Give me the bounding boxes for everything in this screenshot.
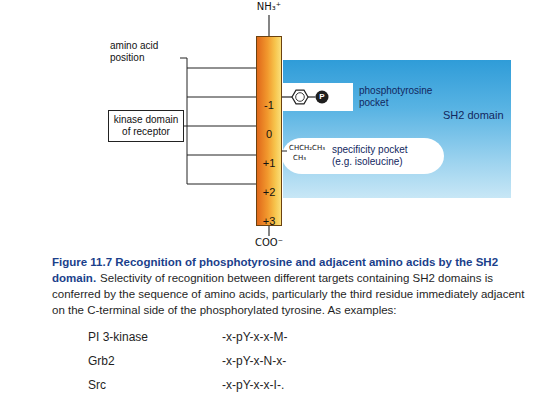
bracket-tick bbox=[187, 68, 256, 69]
position-number: +2 bbox=[257, 185, 281, 199]
chain-line bbox=[268, 226, 269, 236]
table-cell: PI 3-kinase bbox=[88, 330, 148, 344]
phosphate-label: P bbox=[316, 92, 328, 102]
aromatic-circle bbox=[296, 93, 305, 102]
peptide-bar: -1 0 +1 +2 +3 bbox=[256, 36, 282, 226]
side-chain-label: CH₃ bbox=[293, 154, 306, 163]
tyrosine-bond bbox=[282, 96, 292, 97]
position-number: +1 bbox=[257, 156, 281, 170]
position-number: -1 bbox=[257, 98, 281, 112]
motif-sequence: -x-pY-x-x-I-. bbox=[222, 378, 284, 392]
specificity-pocket: specificity pocket (e.g. isoleucine) bbox=[282, 138, 444, 174]
node-text: specificity pocket (e.g. isoleucine) bbox=[332, 144, 430, 168]
motif-sequence: -x-pY-x-x-M- bbox=[222, 330, 288, 344]
chain-line bbox=[268, 15, 269, 36]
receptor-box: kinase domain of receptor bbox=[108, 110, 184, 142]
bracket-connector bbox=[184, 126, 256, 127]
node-text: kinase domain of receptor bbox=[113, 114, 179, 138]
sh2-domain-band: SH2 domainphosphotyrosine pocket specific… bbox=[283, 60, 511, 198]
phosphate-circle bbox=[316, 91, 329, 104]
motif-sequence: -x-pY-x-N-x- bbox=[222, 354, 286, 368]
bracket-tick bbox=[187, 97, 256, 98]
node-text: phosphotyrosine pocket bbox=[359, 85, 443, 109]
axis-label: amino acid position bbox=[110, 40, 178, 64]
n-terminus: NH₃⁺ bbox=[249, 1, 289, 13]
position-number: +3 bbox=[257, 214, 281, 228]
side-chain-label: CHCH₂CH₃ bbox=[289, 144, 325, 153]
tyrosine-ring bbox=[292, 90, 308, 104]
figure-caption: Figure 11.7 Recognition of phosphotyrosi… bbox=[52, 254, 530, 318]
phosphate-bond bbox=[308, 96, 316, 97]
side-chain-bond bbox=[282, 151, 287, 152]
table-cell: Src bbox=[88, 378, 106, 392]
domain-label: SH2 domain bbox=[443, 109, 504, 122]
c-terminus: COO⁻ bbox=[249, 237, 289, 249]
connector-line bbox=[184, 126, 256, 127]
bracket-tick bbox=[187, 155, 256, 156]
table-cell: Grb2 bbox=[88, 354, 115, 368]
bracket-tick bbox=[187, 184, 256, 185]
position-number: 0 bbox=[257, 127, 281, 141]
caption-body: Selectivity of recognition between diffe… bbox=[52, 272, 524, 316]
